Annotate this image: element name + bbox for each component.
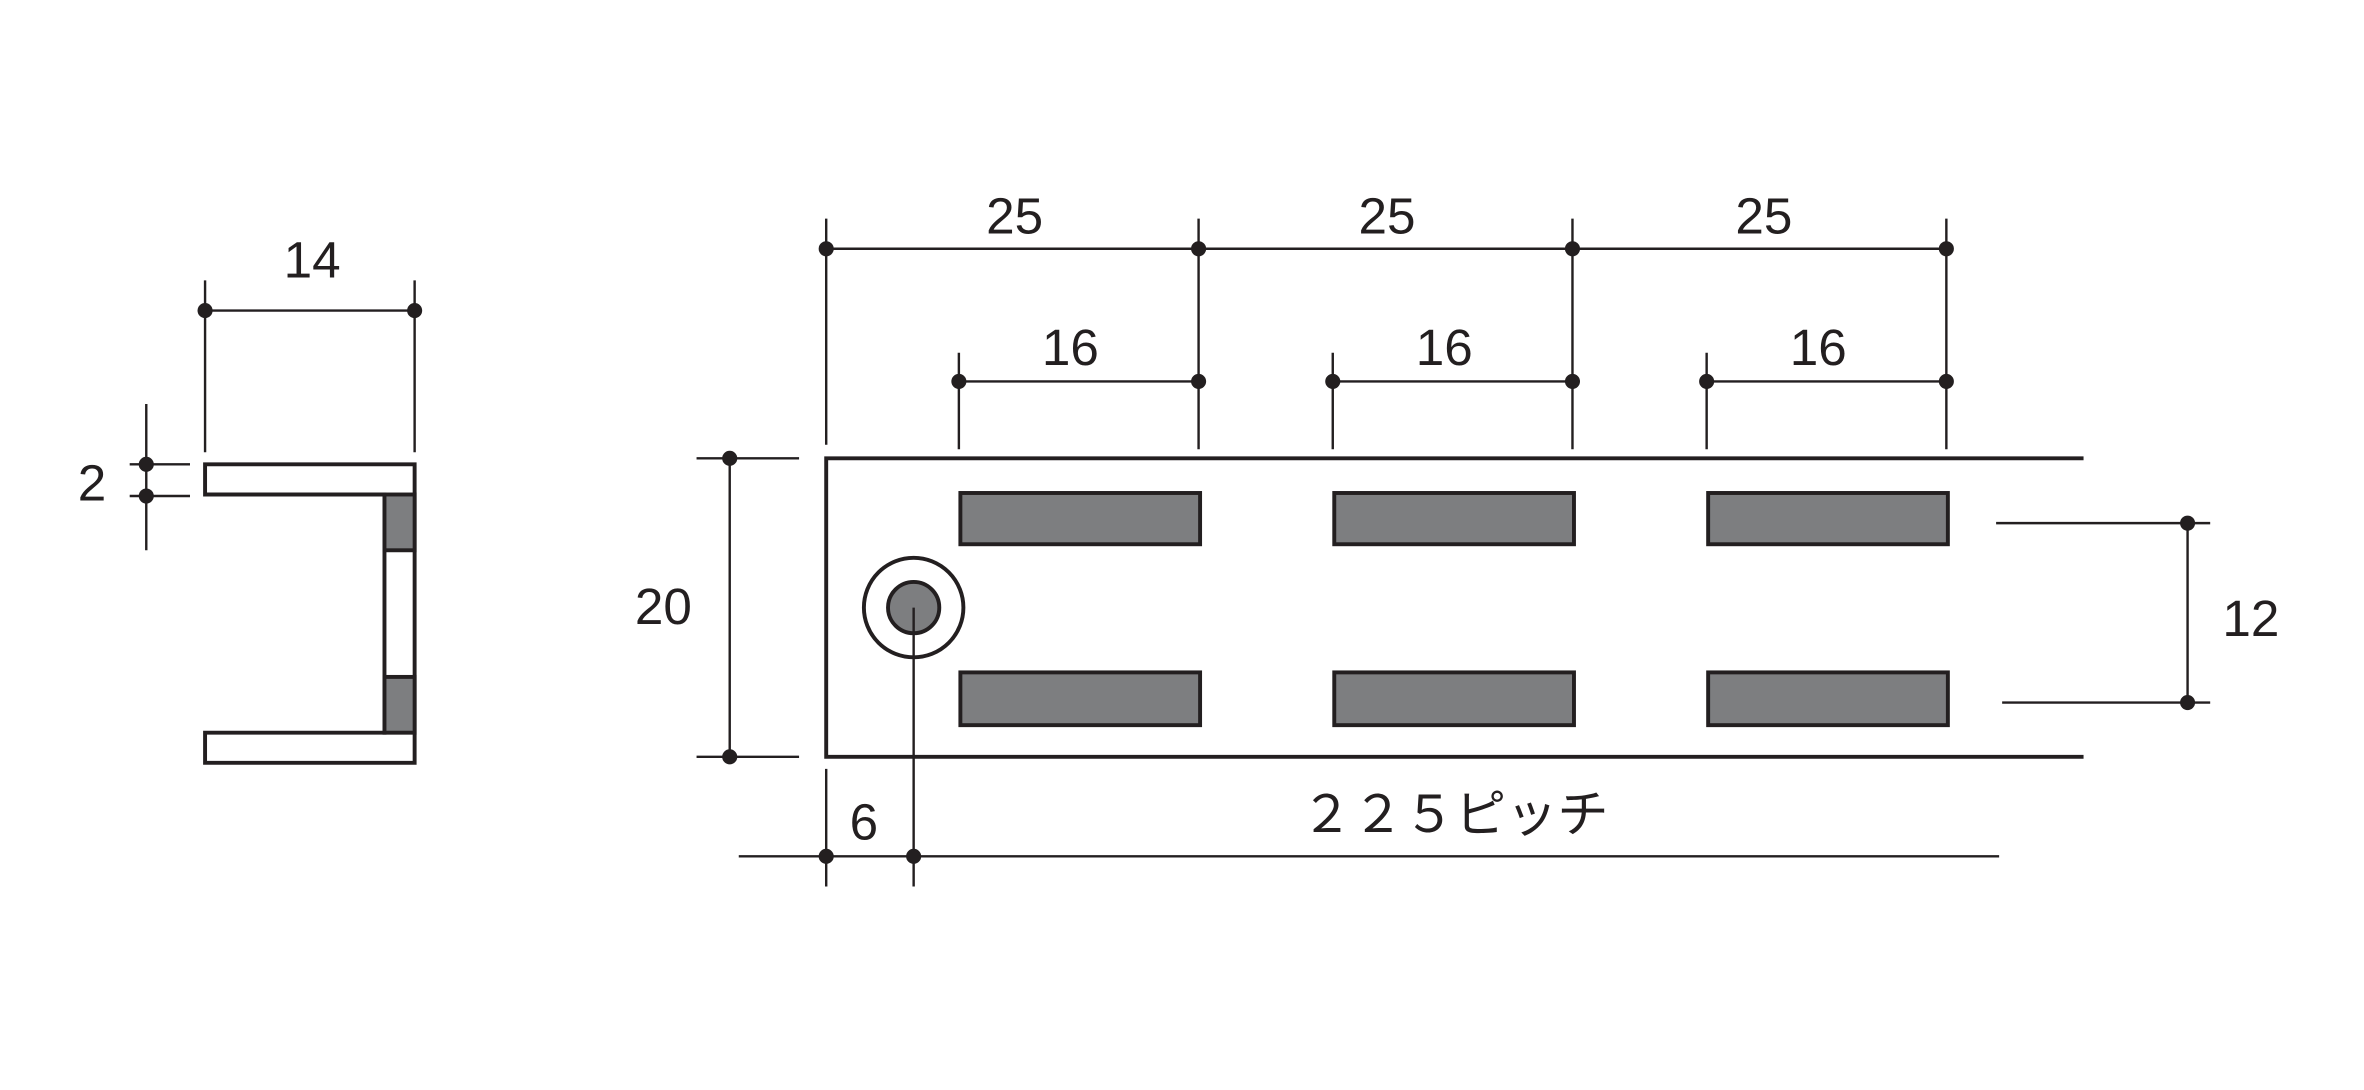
slot-length-label: 16 [1042,319,1099,376]
width-label: 14 [284,231,341,288]
channel-profile [203,462,417,765]
hole-offset-label: 6 [850,794,879,851]
strip-outline [824,456,2084,759]
height-label: 20 [635,578,692,635]
profile-slot [382,492,417,553]
profile-slot [382,674,417,735]
slot [1332,670,1576,728]
thickness-label: 2 [78,455,107,512]
pitch-label: 25 [1359,188,1416,245]
slot [958,491,1203,547]
slot [958,670,1203,728]
slot-spacing-label: 12 [2222,590,2279,647]
side-view: 14 2 [78,231,423,765]
slot-length-label: 16 [1790,319,1847,376]
pitch-label: 25 [986,188,1043,245]
slot [1706,670,1950,728]
slot [1332,491,1576,547]
front-view: 20 25 25 25 16 16 16 [635,188,2279,887]
slot [1706,491,1950,547]
pitch-note: ２２５ピッチ [1301,786,1609,843]
slot-length-label: 16 [1416,319,1473,376]
pitch-label: 25 [1735,188,1792,245]
